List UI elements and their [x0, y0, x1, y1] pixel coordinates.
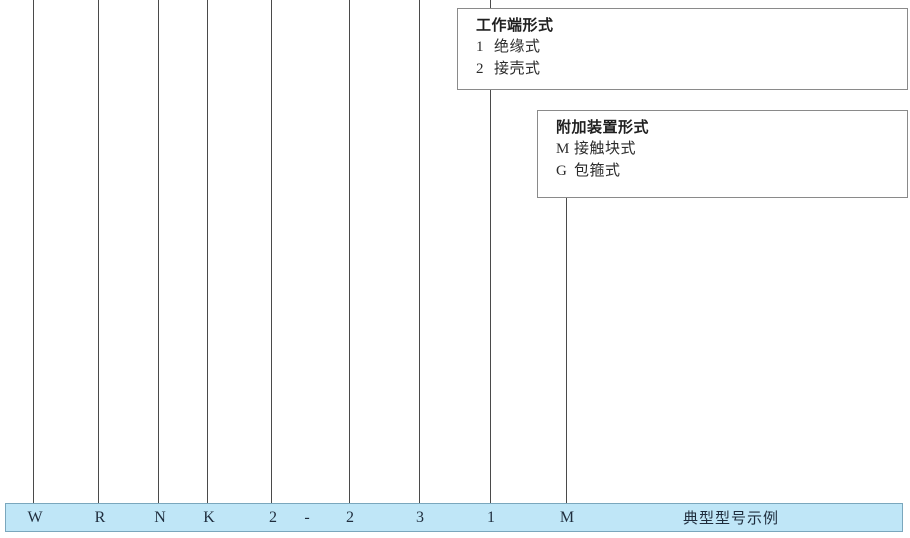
bar-cell-m: M	[559, 508, 575, 526]
bar-cell-k: K	[203, 508, 215, 526]
callout-option-label: 绝缘式	[494, 37, 541, 55]
callout-option-label: 接壳式	[494, 59, 541, 77]
leader-line-k	[207, 0, 208, 503]
bar-cell-n: N	[154, 508, 166, 526]
callout-option: 2 接壳式	[476, 58, 907, 80]
bar-cell-r: R	[94, 508, 106, 526]
callout-title: 附加装置形式	[556, 118, 650, 136]
callout-option: G 包箍式	[556, 160, 907, 182]
callout-option-code: G	[556, 163, 567, 179]
bar-cell-1: 1	[487, 508, 495, 526]
leader-line-2a	[271, 0, 272, 503]
leader-line-1	[490, 0, 491, 503]
callout-option-label: 包箍式	[574, 161, 621, 179]
callout-title: 工作端形式	[476, 16, 554, 34]
leader-line-n	[158, 0, 159, 503]
callout-box-working-end-type: 工作端形式 1 绝缘式 2 接壳式	[457, 8, 908, 90]
callout-option-code: M	[556, 141, 570, 157]
bar-cell-dash: -	[304, 508, 310, 526]
leader-line-m	[566, 110, 567, 503]
example-designation-bar: W R N K 2 - 2 3 1 M 典型型号示例	[5, 503, 903, 532]
callout-option-code: 1	[476, 39, 484, 55]
bar-cell-w: W	[27, 508, 43, 526]
callout-option: 1 绝缘式	[476, 36, 907, 58]
bar-cell-3: 3	[416, 508, 424, 526]
callout-option-label: 接触块式	[574, 139, 637, 157]
bar-cell-2b: 2	[346, 508, 354, 526]
bar-cell-2a: 2	[269, 508, 277, 526]
leader-line-w	[33, 0, 34, 503]
leader-line-r	[98, 0, 99, 503]
example-bar-caption: 典型型号示例	[682, 509, 779, 527]
leader-line-2b	[349, 0, 350, 503]
leader-line-3	[419, 0, 420, 503]
callout-option-code: 2	[476, 61, 484, 77]
